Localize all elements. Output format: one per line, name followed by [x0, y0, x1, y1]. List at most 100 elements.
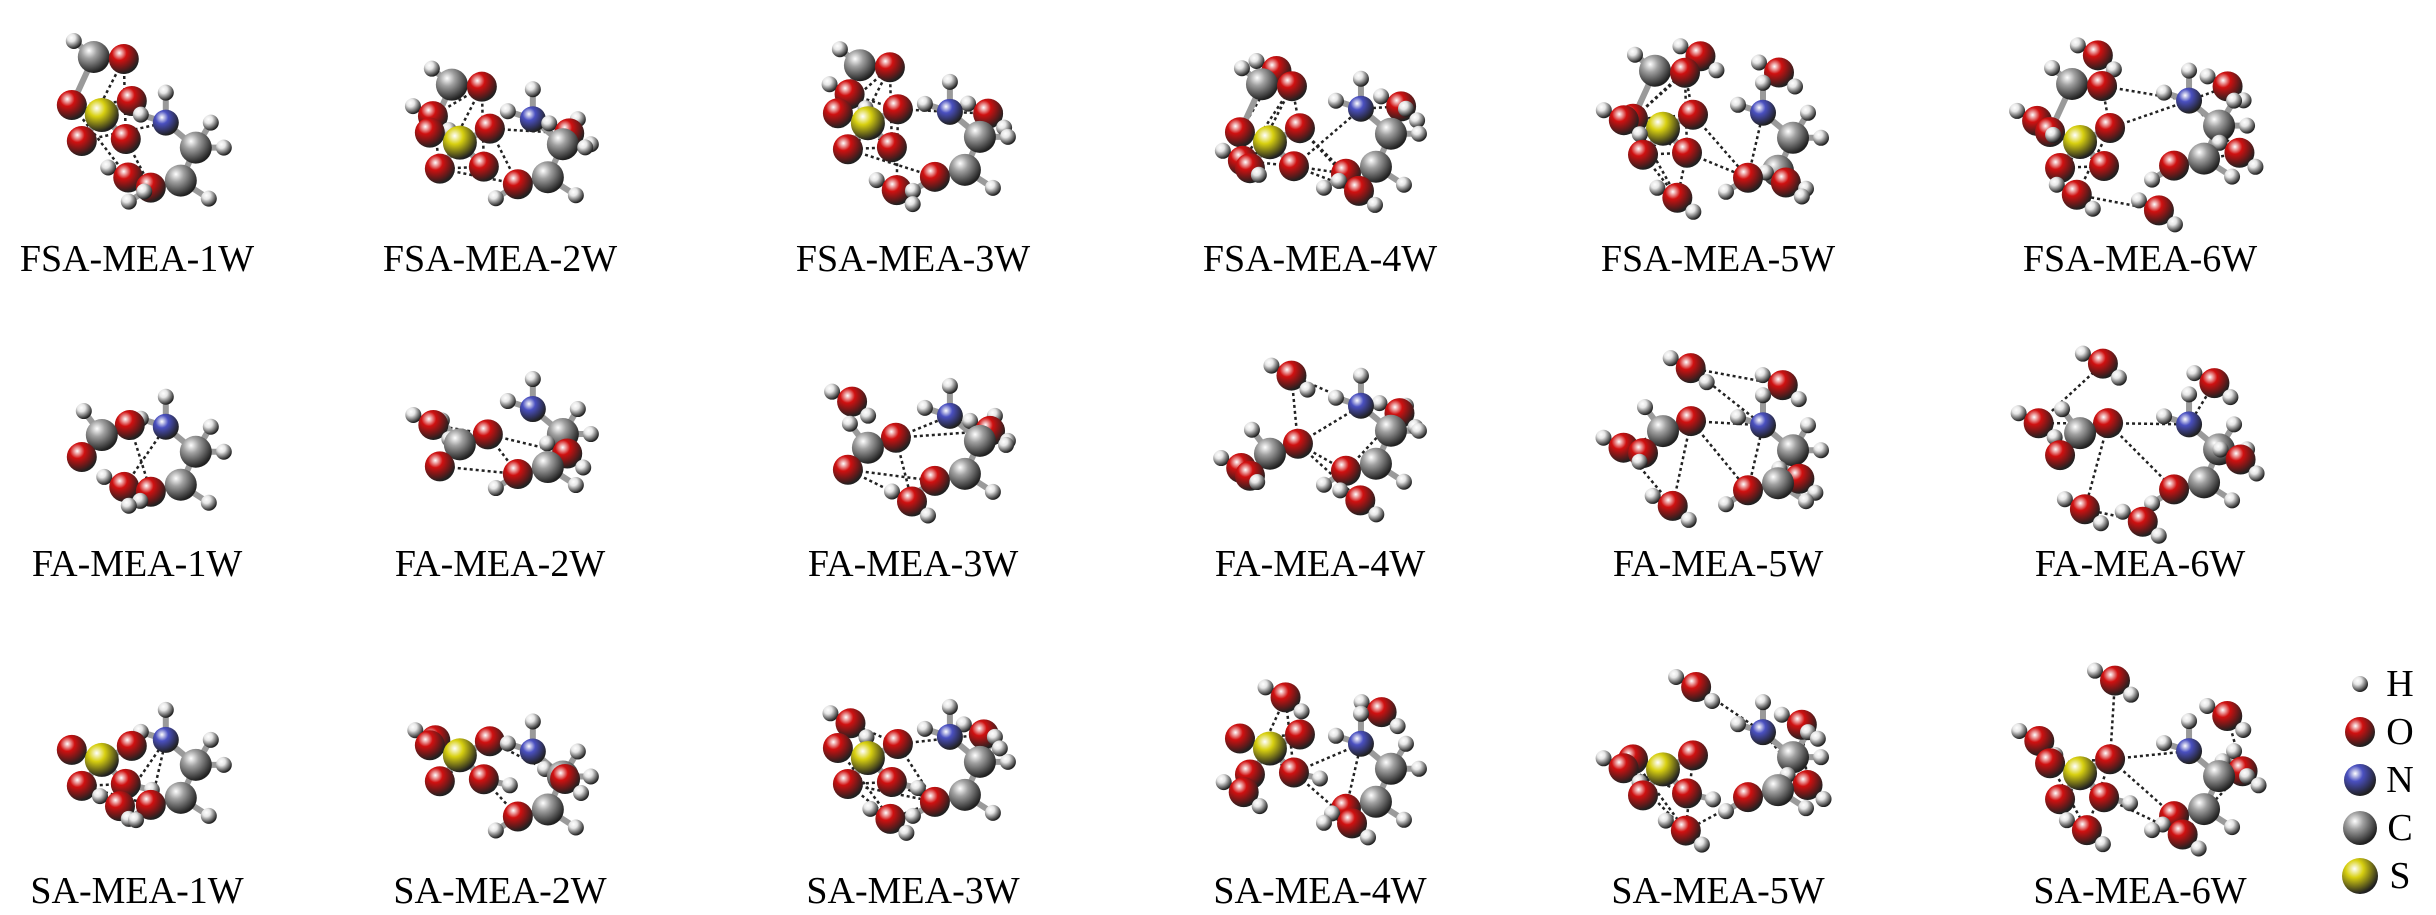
- molecule-fa-mea-2w: [405, 371, 599, 497]
- carbon-atom: [1374, 117, 1407, 150]
- oxygen-atom: [468, 764, 499, 795]
- hydrogen-atom: [2224, 819, 2241, 836]
- hydrogen-atom: [91, 788, 108, 805]
- hydrogen-atom: [1389, 718, 1406, 735]
- carbon-atom: [2188, 466, 2221, 499]
- carbon-atom: [531, 451, 564, 484]
- oxygen-atom: [1675, 353, 1706, 384]
- oxygen-atom: [1330, 455, 1361, 486]
- carbon-atom: [1253, 437, 1286, 470]
- hydrogen-atom: [1215, 774, 1232, 791]
- hydrogen-atom: [2199, 68, 2216, 85]
- oxygen-atom: [919, 786, 950, 817]
- legend-label: O: [2386, 711, 2414, 753]
- hydrogen-atom: [1668, 669, 1685, 686]
- hydrogen-atom: [1627, 46, 1643, 63]
- panel-label: FSA-MEA-5W: [1600, 238, 1836, 280]
- carbon-atom: [1762, 774, 1794, 807]
- nitrogen-atom: [1750, 719, 1776, 746]
- oxygen-atom: [424, 153, 455, 184]
- hydrogen-atom: [215, 756, 232, 773]
- hydrogen-atom: [2086, 662, 2103, 679]
- hydrogen-atom: [1718, 183, 1734, 200]
- sulfur-atom: [850, 106, 885, 141]
- hydrogen-atom: [2144, 495, 2161, 512]
- hydrogen-atom: [499, 735, 516, 752]
- nitrogen-atom: [1347, 730, 1374, 757]
- hydrogen-atom: [1705, 791, 1721, 808]
- carbon-atom: [1777, 121, 1809, 154]
- hydrogen-atom: [1755, 74, 1771, 91]
- molecule-fsa-mea-5w: [1595, 38, 1829, 220]
- oxygen-atom: [1672, 778, 1702, 809]
- carbon-atom: [85, 419, 118, 452]
- oxygen-atom: [1733, 162, 1763, 193]
- oxygen-atom: [1628, 139, 1658, 170]
- hydrogen-atom: [2181, 713, 2198, 730]
- hydrogen-atom: [2226, 743, 2243, 760]
- sulfur-atom: [850, 741, 885, 776]
- hydrogen-atom: [1330, 172, 1347, 189]
- hydrogen-atom: [1410, 125, 1427, 142]
- legend-s: S: [2340, 852, 2420, 900]
- molecule-sa-mea-2w: [407, 713, 599, 839]
- hydrogen-atom: [991, 740, 1008, 757]
- hydrogen-atom: [2212, 441, 2229, 458]
- hydrogen-atom: [2224, 168, 2241, 185]
- hydrogen-atom: [1813, 129, 1829, 146]
- hydrogen-atom: [1750, 54, 1767, 71]
- panel-label: FA-MEA-2W: [394, 543, 606, 585]
- oxygen-atom: [1284, 719, 1315, 750]
- hydrogen-atom: [831, 41, 848, 58]
- hydrogen-atom: [1800, 417, 1816, 434]
- hydrogen-atom: [1773, 706, 1790, 723]
- hydrogen-atom: [919, 507, 936, 524]
- sulfur-atom: [84, 98, 119, 133]
- carbon-atom: [2064, 417, 2097, 450]
- hydrogen-atom: [2156, 735, 2173, 752]
- oxygen-atom: [2224, 137, 2255, 168]
- hydrogen-atom: [1718, 496, 1734, 513]
- hydrogen-atom: [577, 139, 594, 156]
- hydrogen-atom: [2122, 795, 2139, 812]
- oxygen-atom: [1628, 780, 1658, 811]
- oxygen-atom: [1284, 113, 1315, 144]
- carbon-atom: [2203, 109, 2236, 142]
- oxygen-atom: [2143, 195, 2174, 226]
- oxygen-atom: [1608, 753, 1639, 784]
- nitrogen-atom: [519, 396, 546, 423]
- hydrogen-atom: [860, 407, 877, 424]
- carbon-atom: [2188, 142, 2221, 175]
- hydrogen-atom: [1755, 694, 1771, 711]
- hydrogen-atom: [96, 468, 113, 485]
- oxygen-atom: [835, 708, 866, 739]
- hydrogen-atom: [2181, 62, 2198, 79]
- panel-label: FA-MEA-5W: [1612, 543, 1824, 585]
- oxygen-atom: [2199, 368, 2230, 399]
- hydrogen-atom: [1798, 493, 1814, 510]
- hydrogen-atom: [1790, 391, 1807, 408]
- hydrogen-atom: [202, 114, 219, 131]
- nitrogen-atom: [2176, 87, 2203, 114]
- hydrogen-atom: [1693, 836, 1710, 853]
- panel-label: SA-MEA-1W: [30, 870, 244, 912]
- carbon-atom-icon: [2343, 811, 2377, 845]
- oxygen-atom: [1662, 182, 1693, 213]
- molecule-fa-mea-5w: [1595, 350, 1829, 528]
- hydrogen-atom: [1730, 96, 1746, 113]
- hydrogen-atom: [65, 33, 82, 50]
- hydrogen-atom: [1809, 730, 1826, 747]
- hydrogen-atom: [200, 190, 217, 207]
- legend-h: H: [2340, 660, 2420, 708]
- oxygen-atom: [1676, 406, 1706, 437]
- nitrogen-atom: [2176, 411, 2203, 438]
- oxygen-atom: [1672, 137, 1702, 168]
- hydrogen-atom: [2084, 200, 2101, 217]
- hydrogen-atom: [2199, 697, 2216, 714]
- oxygen-atom: [832, 134, 863, 165]
- panel-label: SA-MEA-4W: [1213, 870, 1427, 912]
- carbon-atom: [1777, 741, 1809, 774]
- oxygen-atom: [1278, 757, 1309, 788]
- molecule-fa-mea-4w: [1213, 357, 1427, 523]
